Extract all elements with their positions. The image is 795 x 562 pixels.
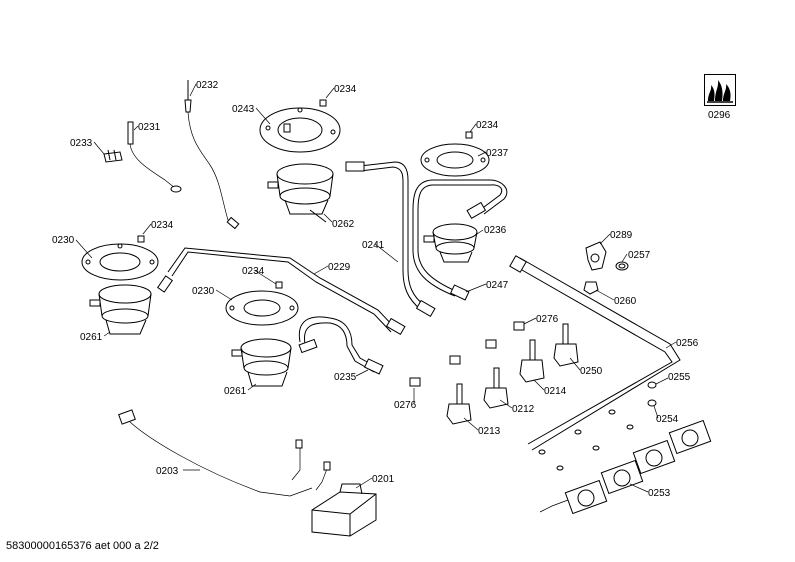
burner-plate-0237 [420, 131, 490, 177]
clip-0254 [538, 399, 657, 471]
burner-plate-0230-middle [225, 281, 299, 326]
thermocouple-0232 [184, 80, 240, 230]
leader-lines [75, 83, 677, 493]
clip-0255 [647, 381, 657, 389]
label-0234: 0234 [242, 266, 265, 277]
label-0214: 0214 [544, 386, 567, 397]
label-0253: 0253 [648, 488, 671, 499]
label-0257: 0257 [628, 250, 651, 261]
label-0255: 0255 [668, 372, 691, 383]
label-0235: 0235 [334, 372, 357, 383]
elbow-connector-0289 [585, 241, 607, 271]
nut-0260 [583, 281, 599, 295]
label-0241: 0241 [362, 240, 385, 251]
label-0261: 0261 [80, 332, 103, 343]
gas-tap-0213 [446, 383, 472, 425]
ignition-electrode-0231 [127, 121, 182, 193]
label-0261: 0261 [224, 386, 247, 397]
label-0276: 0276 [394, 400, 417, 411]
cable-harness-0203 [118, 409, 331, 497]
gas-pipe-0247 [412, 179, 508, 301]
label-0262: 0262 [332, 219, 355, 230]
label-0212: 0212 [512, 404, 535, 415]
label-0201: 0201 [372, 474, 395, 485]
burner-cup-0262 [267, 163, 334, 223]
label-0213: 0213 [478, 426, 501, 437]
label-0289: 0289 [610, 230, 633, 241]
clip-0233 [103, 149, 123, 163]
label-0260: 0260 [614, 296, 637, 307]
label-0234: 0234 [476, 120, 499, 131]
label-0230: 0230 [52, 235, 75, 246]
label-0243: 0243 [232, 104, 255, 115]
label-0276: 0276 [536, 314, 559, 325]
label-0250: 0250 [580, 366, 603, 377]
label-0296: 0296 [708, 110, 731, 121]
gas-tap-0212 [483, 367, 509, 409]
burner-cup-0261-middle [231, 338, 292, 387]
washer-0257 [615, 261, 629, 271]
gas-pipe-0229 [157, 247, 406, 336]
label-0254: 0254 [656, 414, 679, 425]
flame-icon [704, 74, 736, 106]
label-0256: 0256 [676, 338, 699, 349]
label-0232: 0232 [196, 80, 219, 91]
gas-pipe-0235 [298, 316, 384, 375]
document-footer: 58300000165376 aet 000 a 2/2 [6, 540, 159, 552]
burner-plate-0230-left [81, 235, 159, 281]
label-0233: 0233 [70, 138, 93, 149]
label-0234: 0234 [334, 84, 357, 95]
injector-0276 [409, 321, 525, 387]
burner-plate-0243 [259, 99, 341, 153]
label-0230: 0230 [192, 286, 215, 297]
electronic-box-0201 [311, 483, 377, 537]
burner-cup-0261-left [89, 284, 152, 335]
burner-cup-0236 [423, 223, 478, 263]
part-labels: 0232 0234 0243 0231 0233 0262 0234 0237 … [52, 80, 731, 499]
main-gas-rail-0256 [509, 255, 681, 451]
label-0203: 0203 [156, 466, 179, 477]
label-0229: 0229 [328, 262, 351, 273]
gas-pipe-0241 [345, 161, 436, 318]
ignition-module-0253 [539, 419, 712, 515]
label-0236: 0236 [484, 225, 507, 236]
gas-tap-0250 [553, 323, 579, 367]
gas-tap-0214 [519, 339, 545, 383]
label-0237: 0237 [486, 148, 509, 159]
label-0247: 0247 [486, 280, 509, 291]
label-0234: 0234 [151, 220, 174, 231]
label-0231: 0231 [138, 122, 161, 133]
